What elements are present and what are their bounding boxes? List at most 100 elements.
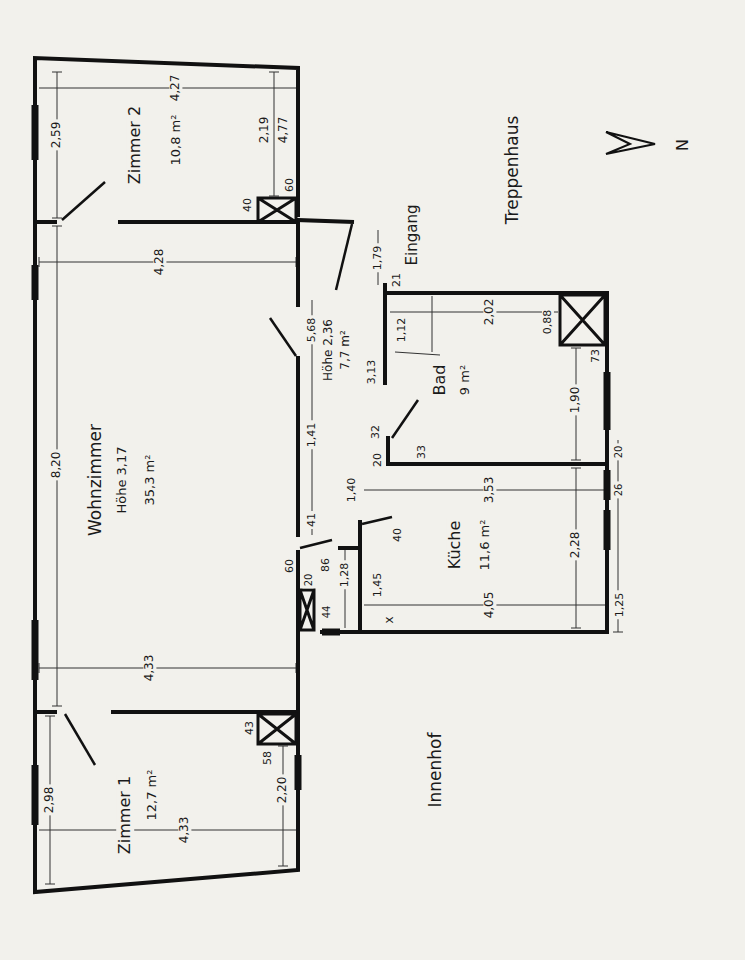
fixture-line	[395, 352, 440, 355]
walls	[35, 58, 607, 892]
dimension-line	[45, 716, 55, 884]
room-info: 9 m²	[458, 363, 472, 397]
dimension-line	[345, 550, 346, 628]
wall	[322, 285, 607, 632]
symbol-label: N	[674, 137, 692, 153]
door-leaf	[392, 400, 418, 438]
room-name: Höhe 2,36	[322, 317, 335, 383]
dimension-label: 4,28	[153, 247, 166, 278]
dimension-label: 2,20	[276, 775, 289, 806]
wall	[340, 546, 360, 550]
dimension-label: 3,13	[366, 358, 378, 387]
dimension-label: 20	[372, 451, 384, 469]
room-area: Zimmer 2 10,8 m²	[37, 70, 296, 220]
dimension-line	[52, 226, 62, 706]
window	[604, 470, 611, 500]
dimension-label: 5,68	[306, 316, 318, 345]
window	[32, 105, 39, 160]
wall	[388, 438, 607, 464]
room-area: WohnzimmerHöhe 3,1735,3 m²	[37, 224, 296, 710]
north-arrow	[606, 132, 655, 154]
dimension-label: 1,12	[396, 316, 408, 345]
outer-wall	[35, 58, 298, 892]
dimension-label: 2,02	[483, 297, 496, 328]
dimension-label: 1,41	[306, 421, 318, 450]
dimension-line	[390, 312, 558, 313]
wall	[296, 222, 300, 305]
room-name: Zimmer 2	[126, 104, 144, 186]
dimension-line	[378, 230, 379, 285]
room-name: Zimmer 1	[116, 774, 134, 856]
dimension-line	[39, 88, 296, 89]
area-label: Eingang	[404, 203, 421, 268]
window	[604, 372, 611, 430]
dimension-line	[39, 257, 296, 267]
room-info: 35,3 m²	[143, 453, 157, 508]
window	[32, 765, 39, 825]
dimension-label: 1,45	[372, 571, 384, 600]
door-leaf	[270, 318, 296, 356]
dimension-label: 20	[303, 572, 314, 589]
room-info: 12,7 m²	[145, 768, 159, 823]
dimension-label: 73	[590, 347, 602, 365]
dimension-label: 44	[321, 604, 332, 621]
window	[32, 620, 39, 680]
dimension-line	[39, 663, 296, 673]
dimension-label: 33	[416, 443, 428, 461]
doors	[62, 182, 418, 765]
dimension-label: 2,98	[43, 785, 56, 816]
dimension-label: 20	[613, 444, 624, 461]
dimension-line	[52, 72, 62, 218]
wall	[296, 358, 300, 535]
wall	[358, 522, 362, 632]
dimension-label: 4,05	[483, 590, 496, 621]
fixture-line	[432, 296, 433, 352]
dimension-line	[364, 605, 605, 606]
door-leaf	[362, 517, 392, 524]
door-leaf	[65, 714, 95, 765]
dimension-line	[39, 830, 296, 831]
dimension-line	[571, 348, 581, 460]
dimension-label: 43	[244, 719, 256, 737]
dimension-label: 58	[262, 749, 274, 767]
chimney-shaft	[560, 295, 605, 345]
room-name: Wohnzimmer	[86, 422, 105, 538]
area-label: Innenhof	[426, 731, 445, 810]
dimension-label: 2,19	[258, 115, 271, 146]
room-name: Küche	[446, 519, 464, 572]
dimension-label: 86	[320, 556, 332, 574]
dimension-label: 1,40	[346, 476, 358, 505]
dimension-label: 1,79	[372, 244, 384, 273]
dimension-line	[269, 72, 279, 196]
room-info: 11,6 m²	[478, 518, 492, 573]
window	[322, 629, 340, 636]
room-area: Zimmer 1 12,7 m²	[37, 714, 296, 874]
area-label: Treppenhaus	[503, 114, 522, 227]
dimension-label: 4,77	[277, 115, 290, 146]
room-info: 10,8 m²	[169, 113, 183, 168]
dimension-label: 40	[392, 526, 404, 544]
dimension-label: 4,33	[143, 653, 156, 684]
dimension-label: 1,90	[569, 385, 582, 416]
window	[604, 510, 611, 550]
dimension-label: 1,28	[339, 561, 351, 590]
dimension-label: 0,88	[542, 308, 554, 337]
chimney-shaft	[300, 590, 314, 630]
dimension-label: 41	[306, 511, 318, 529]
dimension-line	[364, 490, 605, 491]
dimension-label: 60	[284, 557, 296, 575]
dimension-lines	[39, 72, 623, 884]
room-name: Bad	[431, 363, 449, 398]
dimension-label: 26	[613, 482, 624, 499]
dimension-label: 2,28	[569, 530, 582, 561]
window	[32, 265, 39, 300]
door-leaf	[300, 540, 332, 548]
dimension-label: 21	[391, 271, 403, 289]
dimension-label: 4,33	[178, 815, 191, 846]
room-area: Küche 11,6 m²	[362, 466, 605, 630]
dimension-label: 8,20	[50, 450, 63, 481]
